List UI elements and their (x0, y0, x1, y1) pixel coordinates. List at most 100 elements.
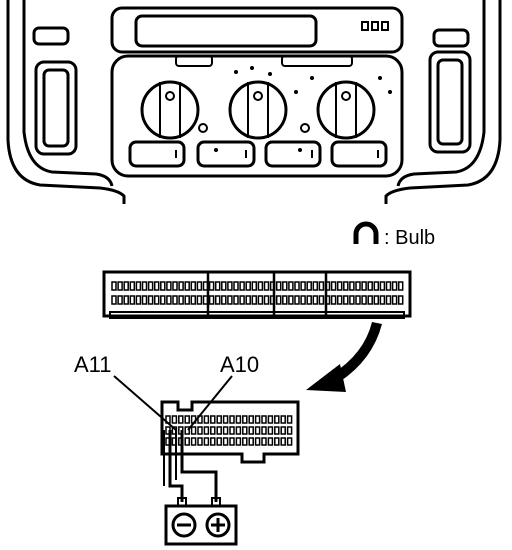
connector-pin (190, 281, 197, 291)
connector-pin (261, 437, 267, 446)
connector-pin (312, 281, 319, 291)
main-connector-body (102, 270, 412, 318)
arrow-shaft (332, 322, 382, 384)
connector-pin (235, 426, 242, 435)
terminal-a10-label: A10 (220, 352, 259, 377)
connector-pin (280, 415, 286, 424)
connector-pin (166, 295, 172, 305)
right-vent-inner (436, 58, 464, 146)
connector-pin (294, 295, 300, 305)
connector-pin (214, 281, 221, 291)
connector-pin (254, 437, 261, 446)
connector-pin (385, 295, 392, 305)
connector-pin (210, 426, 216, 435)
left-vent-small (32, 26, 70, 46)
connector-pin (300, 295, 306, 305)
enlarged-connector-body (160, 400, 300, 464)
connector-pin (361, 295, 367, 305)
connector-pin (117, 295, 123, 305)
connector-pin (312, 295, 319, 305)
battery-positive-terminal (205, 512, 231, 538)
connector-pin (263, 281, 270, 291)
connector-pin (257, 281, 264, 291)
radio-indicator-1 (361, 21, 369, 31)
connector-pin (391, 281, 398, 291)
enlarged-connector (160, 400, 300, 464)
connector-pin (178, 295, 184, 305)
connector-pin (391, 295, 398, 305)
connector-pin (306, 295, 312, 305)
connector-pin (318, 281, 325, 291)
connector-pin (235, 437, 242, 446)
climate-top-tab-left (175, 55, 213, 67)
connector-pin (184, 437, 190, 446)
connector-pin (367, 281, 373, 291)
connector-pin (248, 415, 254, 424)
connector-pin (203, 426, 210, 435)
connector-pin (190, 295, 197, 305)
dashboard-panel (6, 0, 502, 204)
connector-pin (129, 281, 136, 291)
panel-button-row (128, 140, 388, 168)
connector-pin (242, 426, 248, 435)
dashboard-inner-frame (22, 0, 486, 187)
panel-bulb-left (198, 123, 208, 133)
connector-pin (229, 426, 235, 435)
terminal-leaders (113, 375, 233, 431)
connector-pin (197, 437, 203, 446)
connector-pin (123, 295, 129, 305)
connector-pin (153, 281, 160, 291)
connector-pin (216, 426, 222, 435)
connector-pin (330, 295, 337, 305)
connector-pin (267, 437, 274, 446)
connector-pin (111, 295, 117, 305)
panel-button-3 (264, 140, 322, 168)
connector-pin (385, 281, 392, 291)
connector-pin (367, 295, 373, 305)
left-vent-inner (42, 68, 70, 148)
connector-pin (184, 426, 190, 435)
connector-pin (361, 281, 367, 291)
left-vent (34, 60, 78, 156)
connector-pin (196, 281, 203, 291)
connector-pin (286, 415, 293, 424)
connector-pin (267, 426, 274, 435)
connector-pin (274, 437, 280, 446)
panel-bulb-right (300, 123, 310, 133)
connector-pin (208, 295, 215, 305)
connector-pin (286, 426, 293, 435)
connector-pin (160, 281, 166, 291)
connector-pin (251, 295, 258, 305)
panel-button-2 (196, 140, 256, 168)
connector-pin (178, 415, 184, 424)
connector-pin (261, 426, 267, 435)
connector-pin (171, 415, 178, 424)
connector-pin (294, 281, 300, 291)
radio-frame (110, 6, 404, 54)
connector-pin (306, 281, 312, 291)
dashboard-bezel (6, 0, 502, 204)
connector-pin (233, 295, 239, 305)
connector-pin (282, 281, 288, 291)
legend-text: : Bulb (384, 227, 435, 249)
connector-pin (210, 437, 216, 446)
connector-pin (233, 281, 239, 291)
connector-pin (355, 281, 361, 291)
climate-face (110, 54, 404, 178)
connector-pin (286, 437, 293, 446)
connector-pin (257, 295, 264, 305)
connector-pin (203, 415, 210, 424)
connector-pin (330, 281, 337, 291)
connector-pin (379, 281, 386, 291)
connector-pin (210, 415, 216, 424)
connector-pin (245, 281, 251, 291)
connector-pin (196, 295, 203, 305)
terminal-a11-label: A11 (74, 352, 112, 377)
connector-pin (222, 415, 229, 424)
connector-pin (254, 426, 261, 435)
panel-dots (214, 66, 392, 152)
connector-pin (172, 281, 178, 291)
radio-indicator-2 (371, 21, 379, 31)
connector-pin (208, 281, 215, 291)
